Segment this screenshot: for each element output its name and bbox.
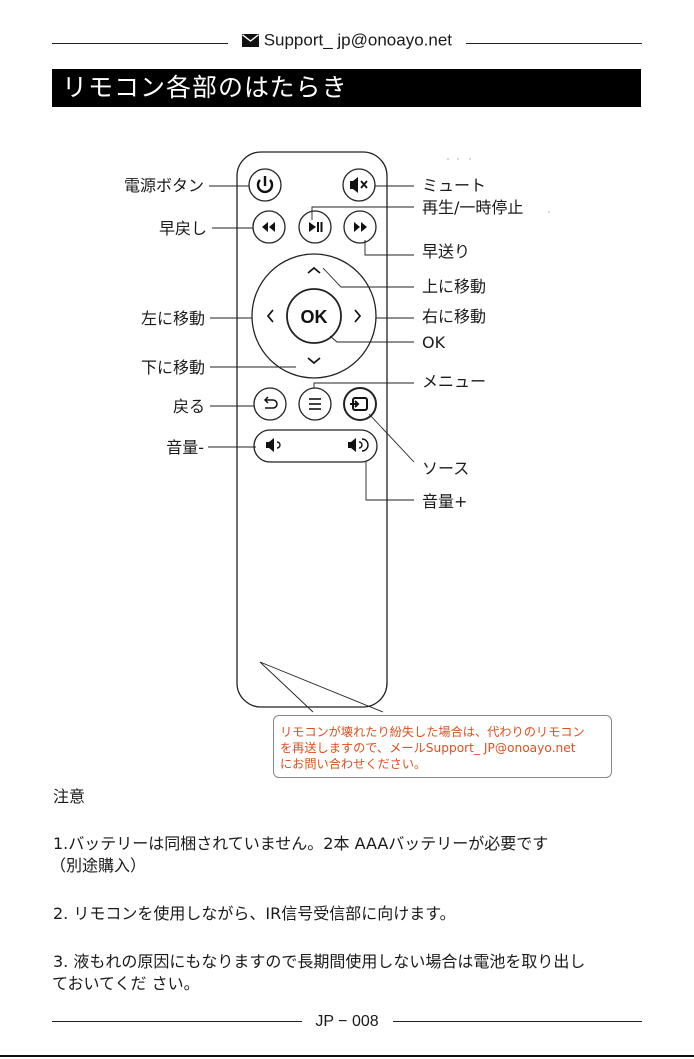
footer-rule-left [52,1021,302,1022]
note-line-3: にお問い合わせください。 [280,757,427,771]
power-button [248,168,282,202]
label-right: 右に移動 [422,307,487,326]
note-line-2: を再送しますので、メールSupport_ JP@onoayo.net [280,741,576,755]
label-fast-forward: 早送り [422,242,471,261]
notes-heading: 注意 [53,787,86,806]
up-arrow-icon [307,266,321,274]
label-down: 下に移動 [140,358,205,377]
label-menu: メニュー [422,372,487,391]
ok-button [286,288,342,344]
power-icon [256,176,274,194]
label-left: 左に移動 [140,309,205,328]
right-arrow-icon [354,309,362,323]
label-vol-down: 音量- [166,438,204,457]
label-mute: ミュート [422,176,487,195]
footer-rule-right [393,1021,642,1022]
rewind-icon [262,222,275,232]
label-ok: OK [422,333,446,352]
label-up: 上に移動 [422,277,487,296]
back-button [253,387,287,421]
leader-lines [208,185,415,713]
play-pause-icon [309,222,323,232]
envelope-icon [241,31,264,50]
menu-button [298,387,332,421]
note-line-1: リモコンが壊れたり紛失した場合は、代わりのリモコン [280,725,585,739]
bottom-border [0,1055,694,1057]
label-source: ソース [422,459,470,478]
volume-down-icon [266,438,281,452]
section-title-bar [52,69,641,107]
label-vol-up: 音量+ [422,492,468,511]
down-arrow-icon [307,357,321,365]
mute-button [342,168,376,202]
source-button [343,387,377,421]
note-item-3-line-1: 3. 液もれの原因にもなりますので長期間使用しない場合は電池を取り出し [53,952,586,971]
volume-rocker [253,429,378,463]
back-icon [263,396,278,409]
replacement-note-box: リモコンが壊れたり紛失した場合は、代わりのリモコン を再送しますので、メールSu… [273,715,612,778]
note-item-2: 2. リモコンを使用しながら、IR信号受信部に向けます。 [53,904,456,923]
menu-icon [309,398,321,410]
support-email: Support_ jp@onoayo.net [263,30,453,50]
play-pause-button [298,210,332,244]
label-play-pause: 再生/一時停止 [422,198,524,217]
header-rule-right [466,43,642,44]
rewind-button [252,210,286,244]
support-contact: Support_ jp@onoayo.net [0,30,694,51]
label-power: 電源ボタン [123,176,204,195]
section-title: リモコン各部のはたらき [62,73,348,102]
header-rule-left [52,43,228,44]
fast-forward-icon [354,222,367,232]
label-back: 戻る [172,397,205,416]
note-item-1-line-2: （別途購入） [50,856,147,875]
source-icon [350,397,368,411]
decorative-dots [447,158,550,213]
mute-icon [350,177,368,193]
dpad-ring [251,253,377,379]
fast-forward-button [343,210,377,244]
note-item-1-line-1: 1.バッテリーは同梱されていません。2本 AAAバッテリーが必要です [53,834,549,853]
page-number: JP − 008 [315,1013,379,1030]
ok-label: OK [301,307,328,327]
volume-up-icon [348,438,369,452]
label-rewind: 早戻し [158,219,207,238]
remote-body [236,151,388,708]
note-item-3-line-2: ておいてくだ さい。 [52,974,200,993]
left-arrow-icon [266,309,274,323]
